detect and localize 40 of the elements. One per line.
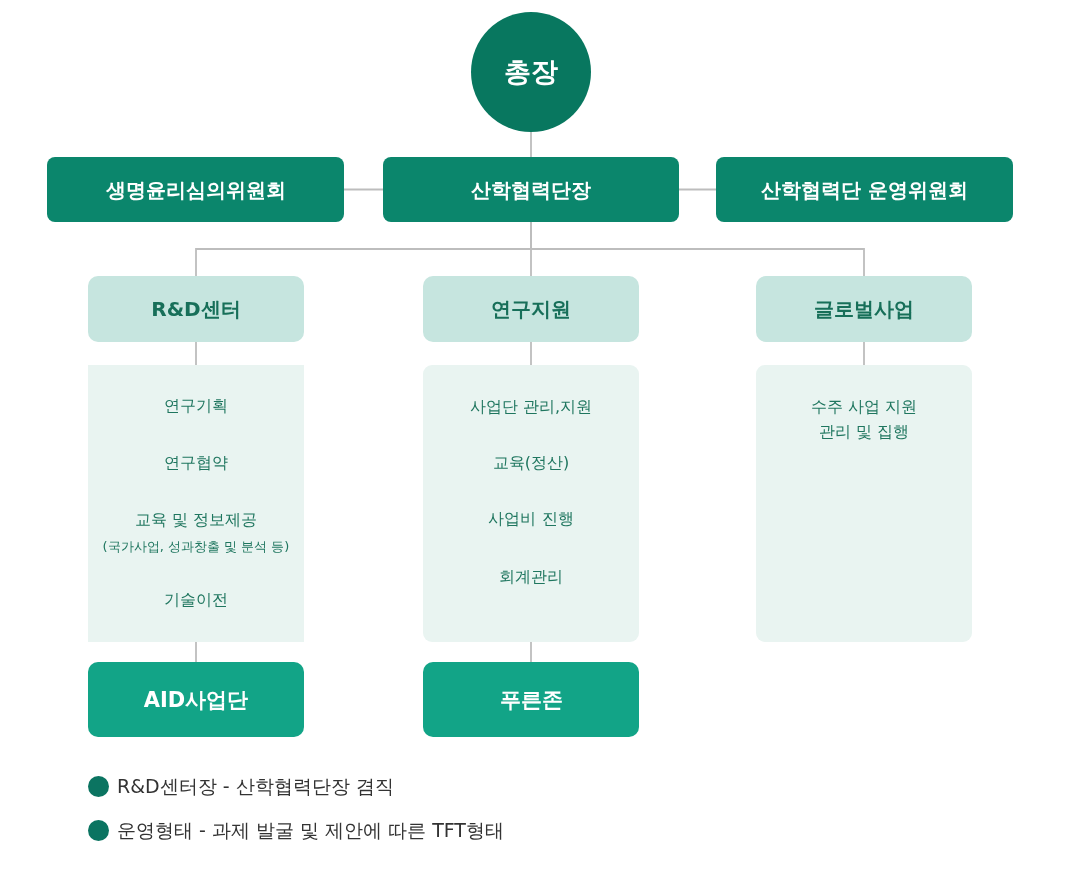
connector-line — [195, 641, 197, 663]
connector-line — [530, 341, 532, 366]
office-box — [47, 157, 344, 222]
unit-title: AID사업단 — [143, 686, 249, 713]
office-box — [383, 157, 679, 222]
unit-title: 푸른존 — [499, 686, 563, 713]
note-text: 운영형태 - 과제 발굴 및 제안에 따른 TFT형태 — [117, 818, 504, 842]
duty-text: 교육 및 정보제공 — [134, 510, 258, 530]
department-box — [423, 276, 639, 342]
department-box — [88, 276, 304, 342]
note-text: R&D센터장 - 산학협력단장 겸직 — [117, 774, 394, 798]
connector-line — [195, 341, 197, 366]
connector-line — [530, 641, 532, 663]
department-box — [756, 276, 972, 342]
duty-text: 회계관리 — [499, 567, 563, 587]
duty-panel — [423, 365, 639, 642]
duty-text: 기술이전 — [164, 590, 228, 610]
duty-panel — [88, 365, 304, 642]
unit-box — [423, 662, 639, 737]
connector-line — [530, 131, 532, 158]
office-title: 생명윤리심의위원회 — [105, 177, 286, 202]
department-title: R&D센터 — [151, 296, 241, 322]
duty-text: 수주 사업 지원 관리 및 집행 — [809, 396, 919, 443]
connector-line — [343, 188, 384, 191]
duty-text: 사업비 진행 — [488, 509, 574, 529]
duty-text: 연구협약 — [164, 453, 228, 473]
duty-text: 사업단 관리,지원 — [469, 397, 593, 417]
position-title: 총장 — [504, 55, 558, 89]
office-title: 산학협력단장 — [471, 177, 591, 202]
department-title: 연구지원 — [491, 296, 571, 322]
duty-panel — [756, 365, 972, 642]
unit-box — [88, 662, 304, 737]
office-title: 산학협력단 운영위원회 — [761, 177, 968, 202]
duty-note: (국가사업, 성과창출 및 분석 등) — [102, 539, 290, 555]
duty-text: 교육(정산) — [492, 453, 570, 473]
department-title: 글로벌사업 — [814, 296, 914, 322]
office-box — [716, 157, 1013, 222]
connector-line — [678, 188, 717, 191]
connector-line — [863, 341, 865, 366]
duty-text: 연구기획 — [164, 396, 228, 416]
